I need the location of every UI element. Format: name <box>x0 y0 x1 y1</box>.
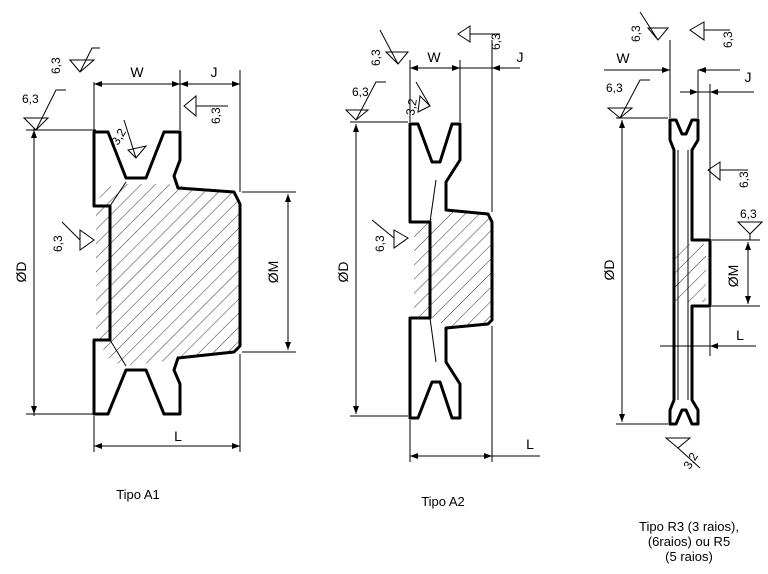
svg-text:6,3: 6,3 <box>737 171 751 188</box>
r-roughness-3: 6,3 <box>606 79 650 119</box>
r-offset-label: J <box>745 69 752 85</box>
pulley-r: ØD ØM W J L 6,3 6,3 6 <box>601 11 764 564</box>
r-outline <box>668 118 712 426</box>
a2-width-label: W <box>427 49 441 65</box>
svg-text:6,3: 6,3 <box>629 25 643 42</box>
svg-text:6,3: 6,3 <box>740 207 757 221</box>
svg-text:6,3: 6,3 <box>489 33 503 50</box>
a1-groove-top <box>107 131 165 207</box>
a1-outline <box>92 130 242 416</box>
r-caption-line-1: Tipo R3 (3 raios), <box>639 519 739 534</box>
a2-diameter-label: ØD <box>335 262 351 283</box>
r-roughness-1: 6,3 <box>629 11 670 42</box>
r-roughness-4: 6,3 <box>707 161 751 188</box>
svg-text:6,3: 6,3 <box>209 107 223 124</box>
pulley-a1: ØD ØM W J L 6,3 6,3 6,3 <box>13 47 296 502</box>
a2-roughness-4: 3,2 <box>403 81 431 117</box>
r-hub-section <box>674 244 706 302</box>
r-diameter-label: ØD <box>601 260 617 281</box>
r-roughness-2: 6,3 <box>689 21 735 48</box>
r-roughness-5: 6,3 <box>736 207 764 240</box>
pulley-a2: ØD W J L 6,3 6,3 6,3 3,2 <box>335 25 540 509</box>
a1-bore-label: ØM <box>265 261 281 284</box>
a1-roughness-1: 6,3 <box>49 47 100 74</box>
a2-hub-section <box>414 210 492 328</box>
svg-text:3,2: 3,2 <box>403 97 420 116</box>
r-width-label: W <box>616 50 630 66</box>
svg-text:6,3: 6,3 <box>721 31 735 48</box>
a1-roughness-3: 6,3 <box>51 221 95 252</box>
a2-roughness-1: 6,3 <box>369 29 410 66</box>
r-bore-label: ØM <box>725 265 741 288</box>
a2-groove-lines <box>417 123 453 419</box>
svg-text:6,3: 6,3 <box>352 85 369 99</box>
a1-offset-label: J <box>211 64 218 80</box>
svg-text:6,3: 6,3 <box>22 92 39 106</box>
r-caption-line-3: (5 raios) <box>665 549 713 564</box>
a2-offset-label: J <box>517 49 524 65</box>
r-length-label: L <box>736 327 744 343</box>
a2-outline <box>408 122 494 420</box>
svg-text:6,3: 6,3 <box>369 49 383 66</box>
svg-text:6,3: 6,3 <box>51 235 65 252</box>
a2-roughness-5: 6,3 <box>457 25 503 50</box>
svg-text:6,3: 6,3 <box>373 235 387 252</box>
a1-groove-bottom <box>107 339 165 415</box>
svg-text:6,3: 6,3 <box>49 57 63 74</box>
a1-roughness-5: 6,3 <box>183 94 228 124</box>
r-roughness-6: 3,2 <box>664 437 701 472</box>
svg-text:6,3: 6,3 <box>606 81 623 95</box>
a1-roughness-2: 6,3 <box>22 89 66 131</box>
r-caption-line-2: (6raios) ou R5 <box>648 534 730 549</box>
a1-roughness-4: 3,2 <box>108 119 148 159</box>
a2-roughness-2: 6,3 <box>344 81 386 121</box>
a1-width-label: W <box>130 64 144 80</box>
a1-hub-section <box>96 184 240 366</box>
a2-roughness-3: 6,3 <box>371 219 409 252</box>
a1-diameter-label: ØD <box>13 262 29 283</box>
a1-caption: Tipo A1 <box>116 487 160 502</box>
a2-caption: Tipo A2 <box>421 494 465 509</box>
a2-length-label: L <box>526 436 534 452</box>
a1-length-label: L <box>174 428 182 444</box>
